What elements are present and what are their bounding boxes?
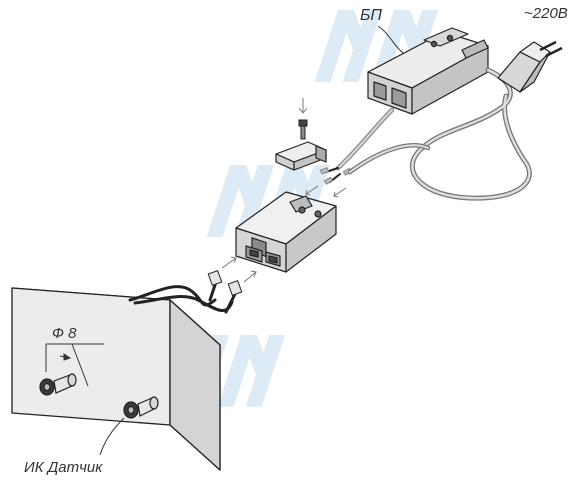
controller-block (235, 191, 337, 273)
connector-arrows (221, 256, 257, 283)
ir-sensor-2 (123, 396, 159, 419)
sensor-cables (128, 280, 238, 314)
voltage-label: ~220В (524, 5, 568, 22)
sensor-leader-line (99, 417, 125, 456)
sensor-connectors (207, 270, 243, 296)
power-supply-label: БП (360, 7, 382, 24)
sensor-label: ИК Датчик (24, 459, 103, 476)
plug-icon (497, 40, 563, 93)
controller-cover (275, 141, 327, 171)
mounting-panel (11, 287, 221, 471)
power-supply-unit (367, 27, 489, 115)
screw-icon (298, 119, 308, 140)
power-supply-leader (377, 25, 405, 55)
wire-arrows (305, 185, 347, 198)
diameter-dimension (45, 343, 104, 387)
ir-sensor-1 (39, 373, 77, 396)
mains-cable (347, 67, 532, 201)
diameter-label: Ф 8 (52, 325, 77, 342)
power-output-cable (325, 107, 395, 183)
screw-arrow (298, 98, 308, 114)
